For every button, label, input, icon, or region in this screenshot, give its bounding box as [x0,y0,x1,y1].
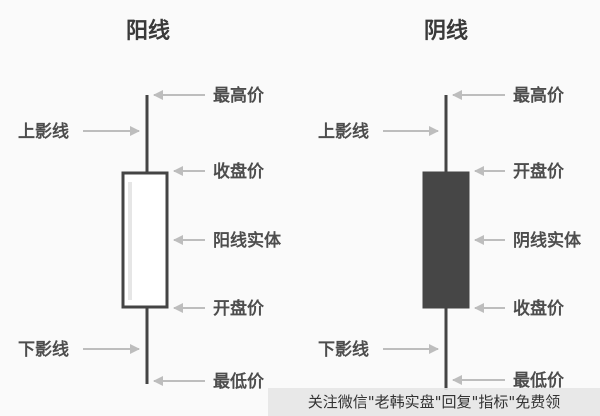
yang-bottom-label: 开盘价 [213,298,265,319]
yang-body-highlight [128,182,132,300]
yin-upper-shadow-label: 上影线 [318,121,369,142]
yang-upper-shadow-label: 上影线 [18,121,69,142]
yang-low-label: 最低价 [213,371,265,392]
yin-title: 阴线 [424,18,468,44]
yang-title: 阳线 [126,18,170,44]
yin-top-label: 开盘价 [513,161,565,182]
yin-candle-group: 阴线 最高价 开盘价 阴线实体 收盘价 最低价 上影线 下影线 [318,18,582,391]
yin-low-label: 最低价 [513,370,565,391]
yin-body-label: 阴线实体 [513,230,582,251]
watermark-banner: 关注微信"老韩实盘"回复"指标"免费领 [268,388,600,416]
yin-high-label: 最高价 [513,85,565,106]
yin-body [422,171,470,309]
yin-lower-shadow-label: 下影线 [318,339,369,360]
yang-candle-group: 阳线 最高价 收盘价 阳线实体 开盘价 最低价 上影线 下影线 [18,18,282,392]
yin-bottom-label: 收盘价 [513,298,565,319]
yang-body-label: 阳线实体 [213,230,282,251]
yang-lower-shadow-label: 下影线 [18,339,69,360]
yang-high-label: 最高价 [213,85,265,106]
yang-top-label: 收盘价 [213,161,265,182]
